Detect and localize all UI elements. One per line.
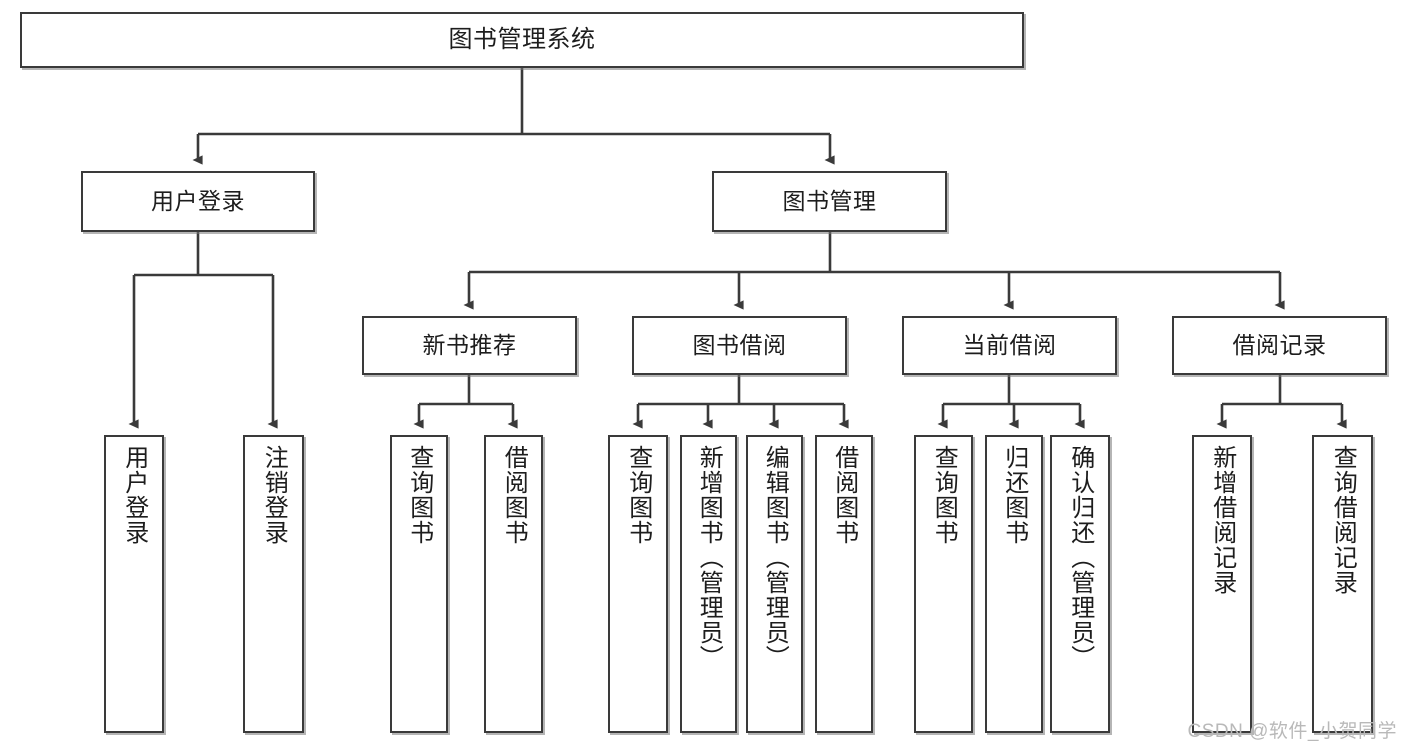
node-book-borrow-label: 图书借阅 bbox=[692, 331, 787, 358]
node-leaf-query-record[interactable]: 查询借阅记录 bbox=[1312, 435, 1373, 733]
node-current-borrow[interactable]: 当前借阅 bbox=[902, 316, 1117, 375]
node-leaf-edit-book-label: 编辑图书（管理员） bbox=[761, 445, 789, 670]
node-leaf-query-book-2-label: 查询图书 bbox=[624, 445, 652, 545]
node-leaf-user-login[interactable]: 用户登录 bbox=[104, 435, 164, 733]
node-borrow-record[interactable]: 借阅记录 bbox=[1172, 316, 1387, 375]
node-leaf-confirm-return-label: 确认归还（管理员） bbox=[1066, 445, 1094, 670]
node-leaf-borrow-book-1[interactable]: 借阅图书 bbox=[484, 435, 543, 733]
node-leaf-edit-book[interactable]: 编辑图书（管理员） bbox=[746, 435, 803, 733]
node-leaf-borrow-book-1-label: 借阅图书 bbox=[500, 445, 528, 545]
node-book-manage-label: 图书管理 bbox=[782, 187, 877, 214]
node-leaf-add-record-label: 新增借阅记录 bbox=[1208, 445, 1236, 595]
node-leaf-borrow-book-2-label: 借阅图书 bbox=[830, 445, 858, 545]
node-leaf-query-book-2[interactable]: 查询图书 bbox=[608, 435, 668, 733]
node-leaf-user-logout[interactable]: 注销登录 bbox=[243, 435, 304, 733]
node-leaf-query-book-1-label: 查询图书 bbox=[405, 445, 433, 545]
node-leaf-confirm-return[interactable]: 确认归还（管理员） bbox=[1050, 435, 1110, 733]
node-leaf-query-book-3-label: 查询图书 bbox=[930, 445, 958, 545]
node-borrow-record-label: 借阅记录 bbox=[1232, 331, 1327, 358]
node-leaf-user-login-label: 用户登录 bbox=[120, 445, 148, 545]
node-current-borrow-label: 当前借阅 bbox=[962, 331, 1057, 358]
node-root-label: 图书管理系统 bbox=[448, 25, 596, 53]
node-new-book-rec-label: 新书推荐 bbox=[422, 331, 517, 358]
node-leaf-add-book-label: 新增图书（管理员） bbox=[695, 445, 723, 670]
node-leaf-query-book-1[interactable]: 查询图书 bbox=[390, 435, 448, 733]
node-leaf-query-book-3[interactable]: 查询图书 bbox=[914, 435, 973, 733]
node-new-book-rec[interactable]: 新书推荐 bbox=[362, 316, 577, 375]
node-root[interactable]: 图书管理系统 bbox=[20, 12, 1024, 68]
node-leaf-query-record-label: 查询借阅记录 bbox=[1329, 445, 1357, 595]
node-leaf-borrow-book-2[interactable]: 借阅图书 bbox=[815, 435, 873, 733]
node-book-borrow[interactable]: 图书借阅 bbox=[632, 316, 847, 375]
node-leaf-return-book-label: 归还图书 bbox=[1000, 445, 1028, 545]
node-user-login[interactable]: 用户登录 bbox=[81, 171, 315, 232]
node-leaf-add-record[interactable]: 新增借阅记录 bbox=[1192, 435, 1252, 733]
node-book-manage[interactable]: 图书管理 bbox=[712, 171, 947, 232]
node-user-login-label: 用户登录 bbox=[151, 187, 245, 214]
node-leaf-user-logout-label: 注销登录 bbox=[260, 445, 288, 545]
node-leaf-return-book[interactable]: 归还图书 bbox=[985, 435, 1043, 733]
node-leaf-add-book[interactable]: 新增图书（管理员） bbox=[680, 435, 737, 733]
